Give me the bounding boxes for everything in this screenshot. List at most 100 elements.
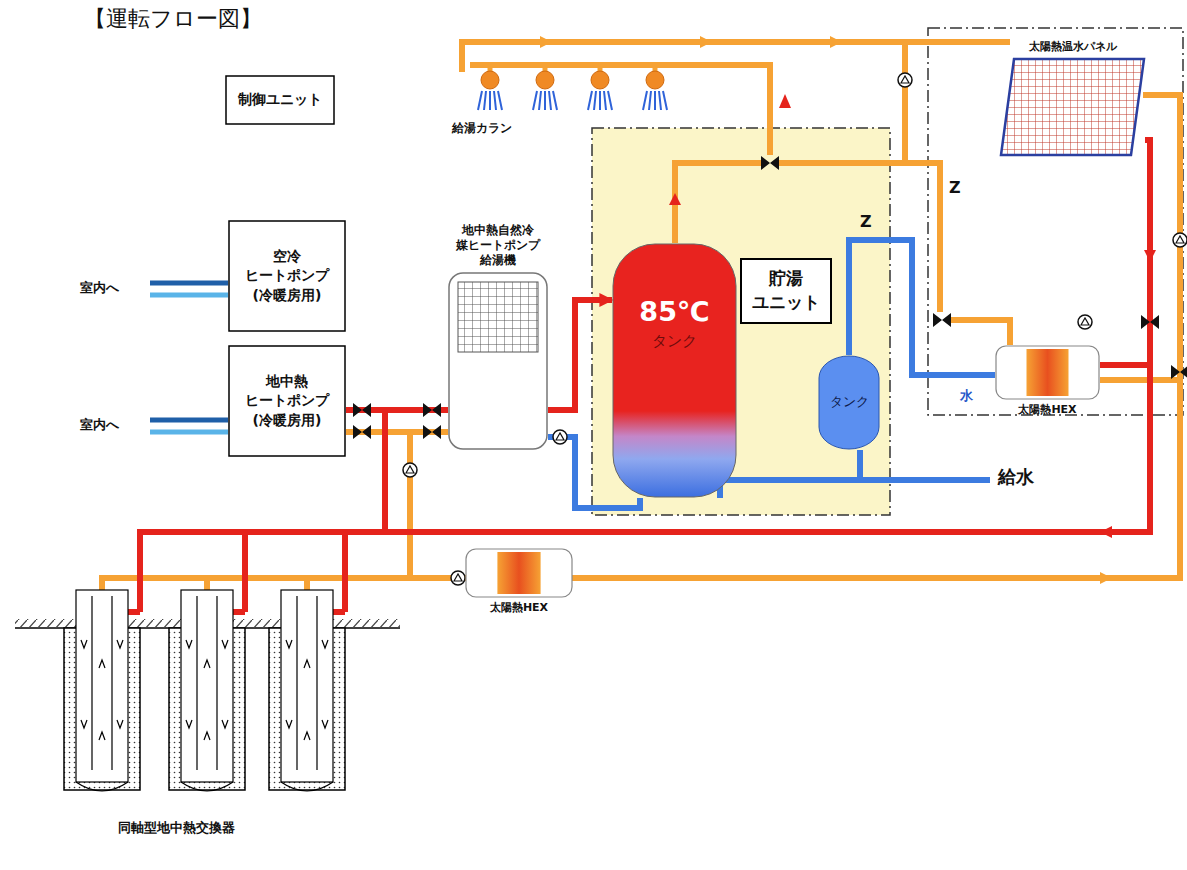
- pump-symbol: [898, 73, 912, 87]
- pump-body: [403, 463, 417, 477]
- node-inner: [448, 272, 548, 450]
- tank-body: [819, 356, 879, 449]
- node-inner: [465, 548, 573, 598]
- heat-pump-box: 空冷 ヒートポンプ (冷暖房用): [228, 220, 346, 332]
- drawing-part: [669, 193, 681, 205]
- valve-symbol: [1171, 365, 1187, 379]
- pump-body: [1173, 233, 1187, 247]
- node-inner: [995, 345, 1100, 400]
- node-inner: 空冷 ヒートポンプ (冷暖房用): [228, 220, 346, 332]
- text-line: (冷暖房用): [245, 411, 329, 431]
- panel-body: [1001, 59, 1144, 155]
- drawing-part: [382, 410, 388, 532]
- text-line: ユニット: [752, 291, 820, 315]
- drawing-part: [540, 36, 552, 48]
- drawing-part: [1100, 572, 1112, 584]
- drawing-part: [857, 450, 863, 480]
- drawing-part: [150, 295, 228, 432]
- valve-symbol: [1141, 315, 1159, 329]
- drawing-part: [948, 320, 1010, 345]
- z-mark: Z: [858, 212, 874, 231]
- pump-body: [898, 73, 912, 87]
- pump-symbol: [1173, 233, 1187, 247]
- hex-core: [1027, 349, 1069, 396]
- faucet-label: 給湯カラン: [450, 121, 514, 135]
- room-label: 室内へ: [78, 280, 121, 296]
- heat-pump-box: 地中熱 ヒートポンプ (冷暖房用): [228, 345, 346, 457]
- heat-exchanger: 太陽熱HEX: [465, 548, 573, 598]
- drawing-part: [592, 128, 890, 515]
- node-inner: タンク: [818, 355, 880, 450]
- node-heading: 太陽熱HEX: [490, 601, 548, 615]
- diagram-title: 【運転フロー図】: [84, 6, 262, 32]
- drawing-part: [720, 480, 990, 498]
- box-outline: [229, 346, 345, 456]
- pump-symbol: [1078, 315, 1092, 329]
- node-text: 空冷 ヒートポンプ (冷暖房用): [245, 247, 329, 306]
- valve-symbol: [423, 425, 441, 439]
- node-text: 85℃: [639, 293, 709, 331]
- unit-outline: [449, 273, 547, 449]
- node-heading: 太陽熱HEX: [1018, 403, 1076, 417]
- node-inner: [1000, 58, 1145, 156]
- unit-label-box: 貯湯 ユニット: [740, 258, 832, 324]
- drawing-part: [902, 42, 908, 163]
- drawing-part: [669, 94, 1156, 538]
- drawing-part: [478, 65, 502, 110]
- drawing-part: [102, 95, 1180, 590]
- text-line: 地中熱: [245, 372, 329, 392]
- drawing-part: [700, 36, 712, 48]
- drawing-part: [207, 578, 307, 590]
- pump-symbol: [403, 463, 417, 477]
- pump-body: [553, 430, 567, 444]
- drawing-part: [407, 432, 413, 578]
- node-inner: 地中熱 ヒートポンプ (冷暖房用): [228, 345, 346, 457]
- room-label: 室内へ: [78, 417, 121, 433]
- hex-core: [497, 552, 540, 594]
- node-shape: [448, 272, 548, 450]
- pump-symbol: [451, 571, 465, 585]
- pump-mark: [1081, 318, 1089, 325]
- drawing-part: [830, 36, 842, 48]
- pump-mark: [556, 433, 564, 440]
- exchanger-label: 同軸型地中熱交換器: [116, 820, 237, 836]
- node-text: 貯湯 ユニット: [752, 267, 820, 315]
- drawing-part: [533, 65, 557, 110]
- drawing-part: [1100, 526, 1112, 538]
- drawing-part: [675, 163, 762, 243]
- valve-symbol: [353, 425, 371, 439]
- box-outline: [229, 221, 345, 331]
- node-shape: [612, 243, 737, 498]
- drawing-part: [643, 65, 667, 110]
- pipe-connector: [548, 300, 612, 410]
- drawing-part: [1100, 377, 1180, 383]
- pipe-connector: [849, 240, 995, 375]
- node-shape: [1000, 58, 1145, 156]
- pipe-connector: [1100, 140, 1150, 365]
- node-inner: 85℃タンク: [612, 243, 737, 498]
- node-text: 地中熱 ヒートポンプ (冷暖房用): [245, 372, 329, 431]
- control-box: 制御ユニット: [225, 75, 335, 125]
- pump-body: [1078, 315, 1092, 329]
- water-label: 水: [958, 388, 975, 404]
- drawing-part: [150, 283, 228, 420]
- z-mark: Z: [947, 178, 963, 197]
- small-tank: タンク: [818, 355, 880, 450]
- drawing-part: [779, 94, 791, 108]
- pump-mark: [1176, 236, 1184, 243]
- box-outline: [226, 76, 334, 124]
- text-line: ヒートポンプ: [245, 391, 329, 411]
- pump-mark: [454, 574, 462, 581]
- drawing-part: [928, 28, 1183, 415]
- drawing-part: [588, 65, 612, 110]
- pump-mark: [406, 466, 414, 473]
- node-text: タンク: [652, 331, 697, 352]
- drawing-part: [64, 590, 140, 791]
- text-line: (冷暖房用): [245, 286, 329, 306]
- text-line: 貯湯: [752, 267, 820, 291]
- pump-symbol: [553, 430, 567, 444]
- drawing-part: [269, 590, 345, 791]
- valve-symbol: [761, 156, 779, 170]
